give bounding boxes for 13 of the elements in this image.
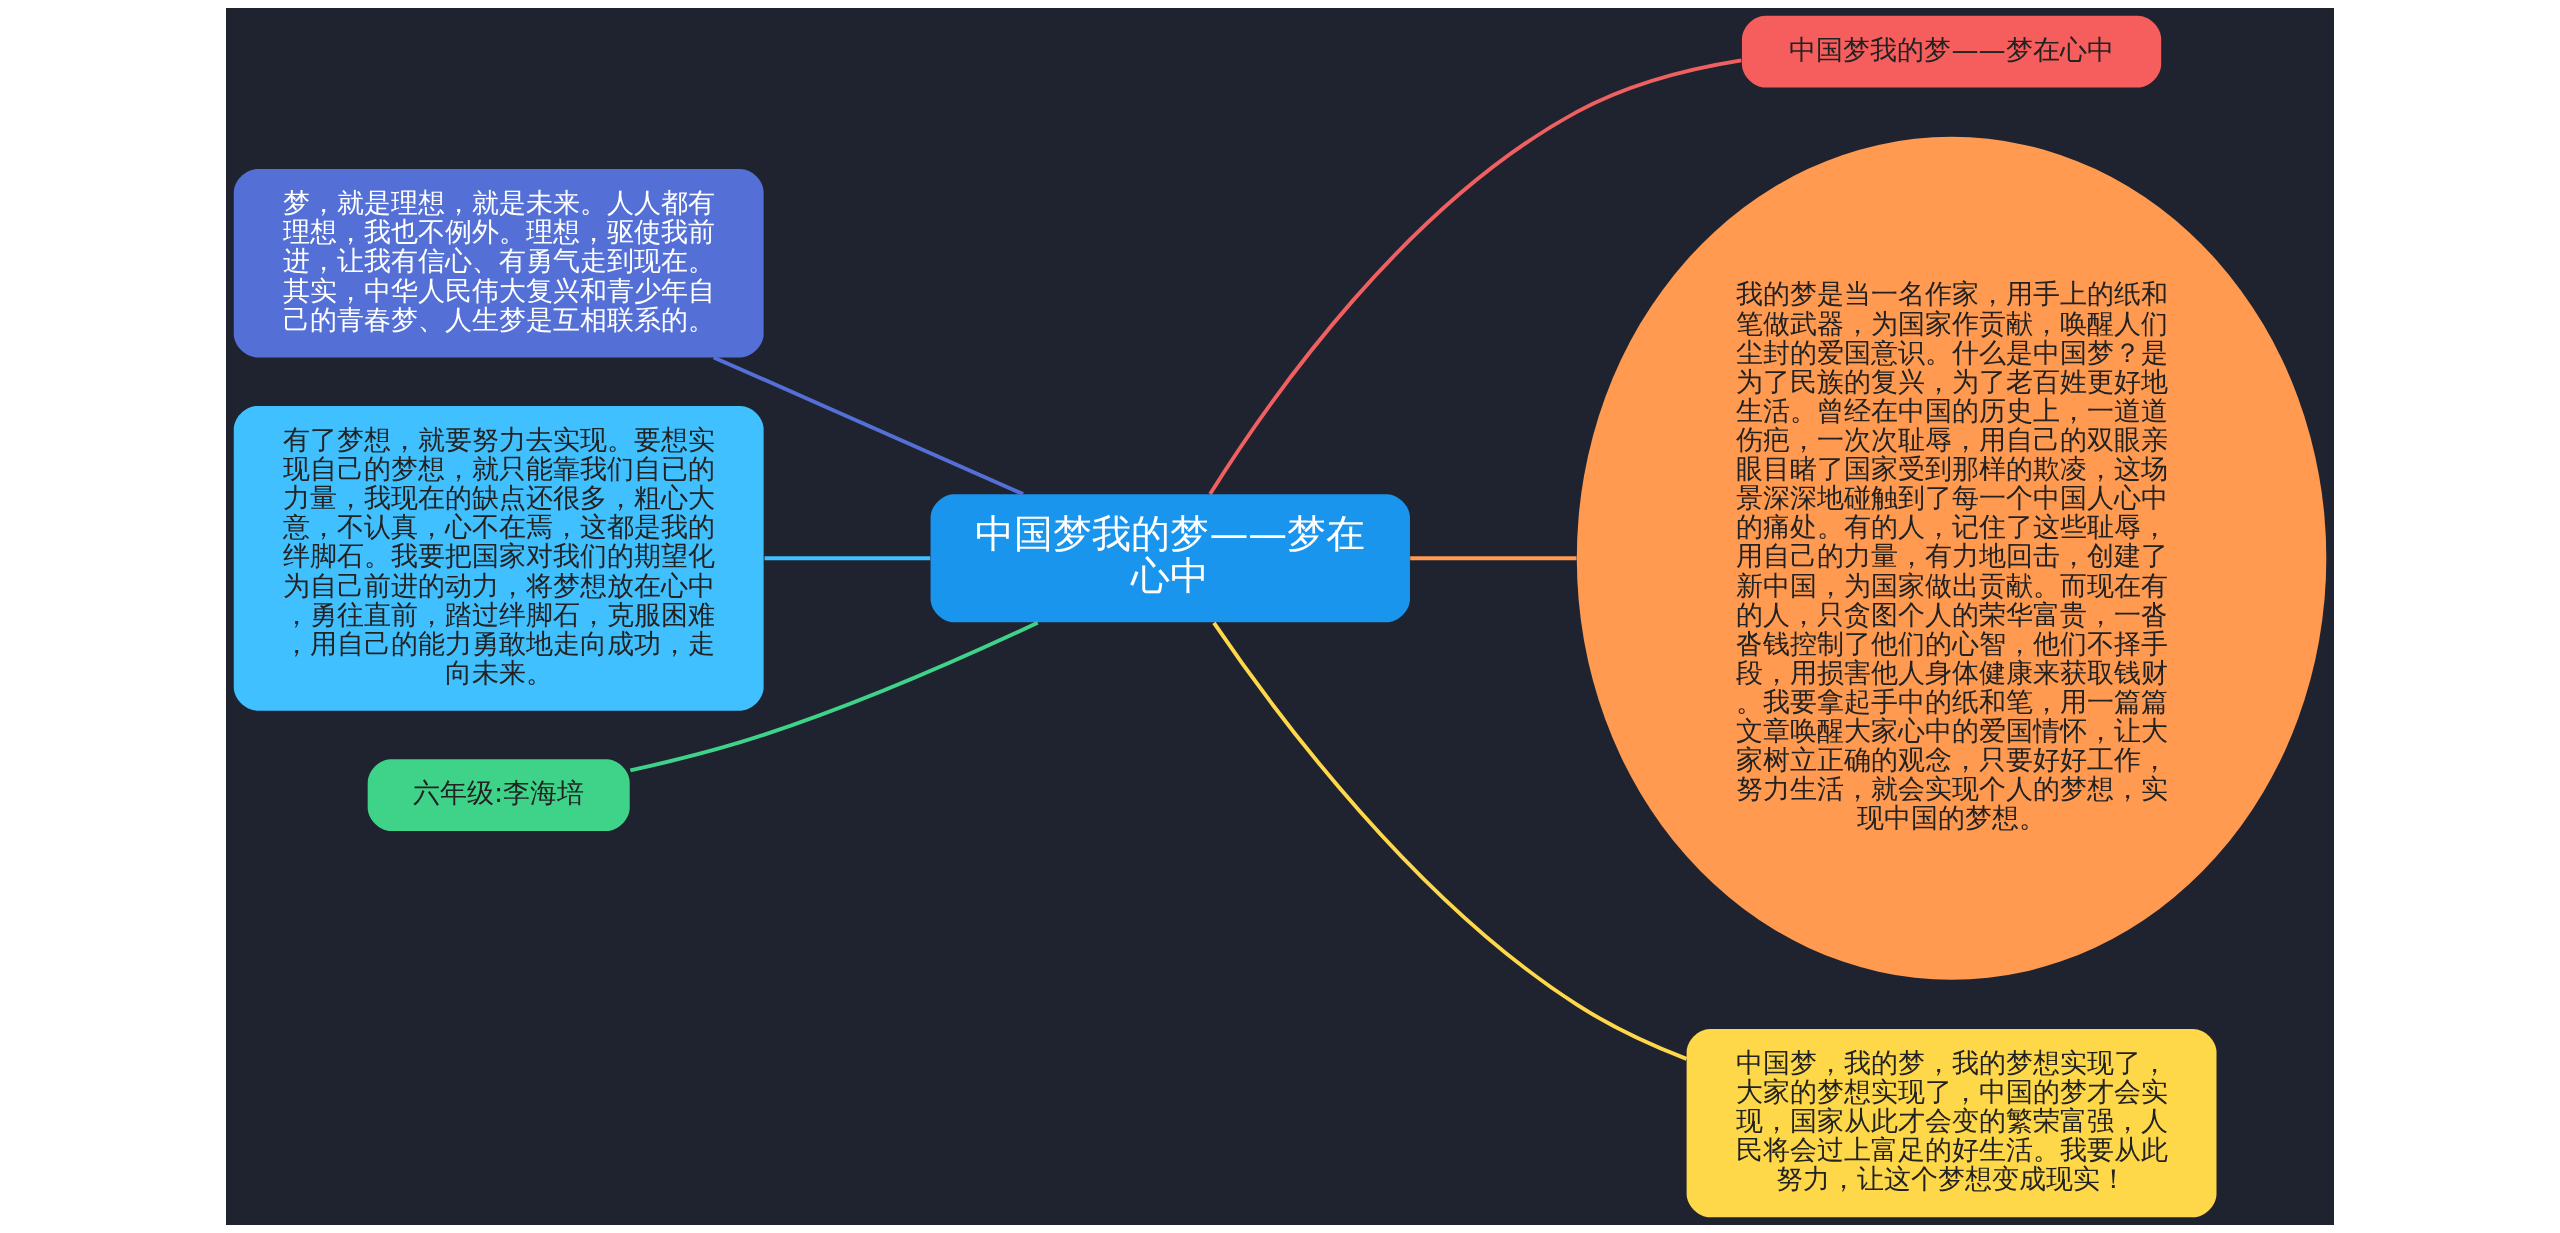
node-box: 梦，就是理想，就是未来。人人都有理想，我也不例外。理想，驱使我前进，让我有信心、有勇气走到现在。其实，中华人民伟大复兴和青少年自己的青春梦、人生梦是互相联系的。 [233,169,764,358]
node-box: 六年级:李海培 [367,759,630,831]
connector [1208,58,1742,496]
node-box: 中国梦我的梦——梦在心中 [1741,15,2162,88]
node-box: 有了梦想，就要努力去实现。要想实现自己的梦想，就只能靠我们自已的力量，我现在的缺点还很多，粗心大意，不认真，心不在焉，这都是我的绊脚石。我要把国家对我们的期望化为自己前进的动力，将梦想放在心中，勇往直前，踏过绊脚石，克服困难，用自己的能力勇敢地走向成功，走向未来。 [233,405,764,711]
connector [764,556,931,561]
node-box: 中国梦我的梦——梦在心中 [930,494,1410,623]
node-ellipse: 我的梦是当一名作家，用手上的纸和笔做武器，为国家作贡献，唤醒人们尘封的爱国意识。什么是中国梦？是为了民族的复兴，为了老百姓更好地生活。曾经在中国的历史上，一道道伤疤，一次次耻辱，用自己的双眼亲眼目睹了国家受到那样的欺凌，这场景深深地碰触到了每一个中国人心中的痛处。有的人，记住了这些耻辱，用自己的力量，有力地回击，创建了新中国，为国家做出贡献。而现在有的人，只贪图个人的荣华富贵，一沓沓钱控制了他们的心智，他们不择手段，用损害他人身体健康来获取钱财。我要拿起手中的纸和笔，用一篇篇文章唤醒大家心中的爱国情怀，让大家树立正确的观念，只要好好工作，努力生活，就会实现个人的梦想，实现中国的梦想。 [1576,136,2327,980]
connector [629,620,1039,773]
connector [1212,621,1688,1061]
connector [1410,556,1577,561]
connector [712,355,1024,496]
node-box: 中国梦，我的梦，我的梦想实现了，大家的梦想实现了，中国的梦才会实现，国家从此才会变的繁荣富强，人民将会过上富足的好生活。我要从此努力，让这个梦想变成现实！ [1686,1028,2217,1218]
